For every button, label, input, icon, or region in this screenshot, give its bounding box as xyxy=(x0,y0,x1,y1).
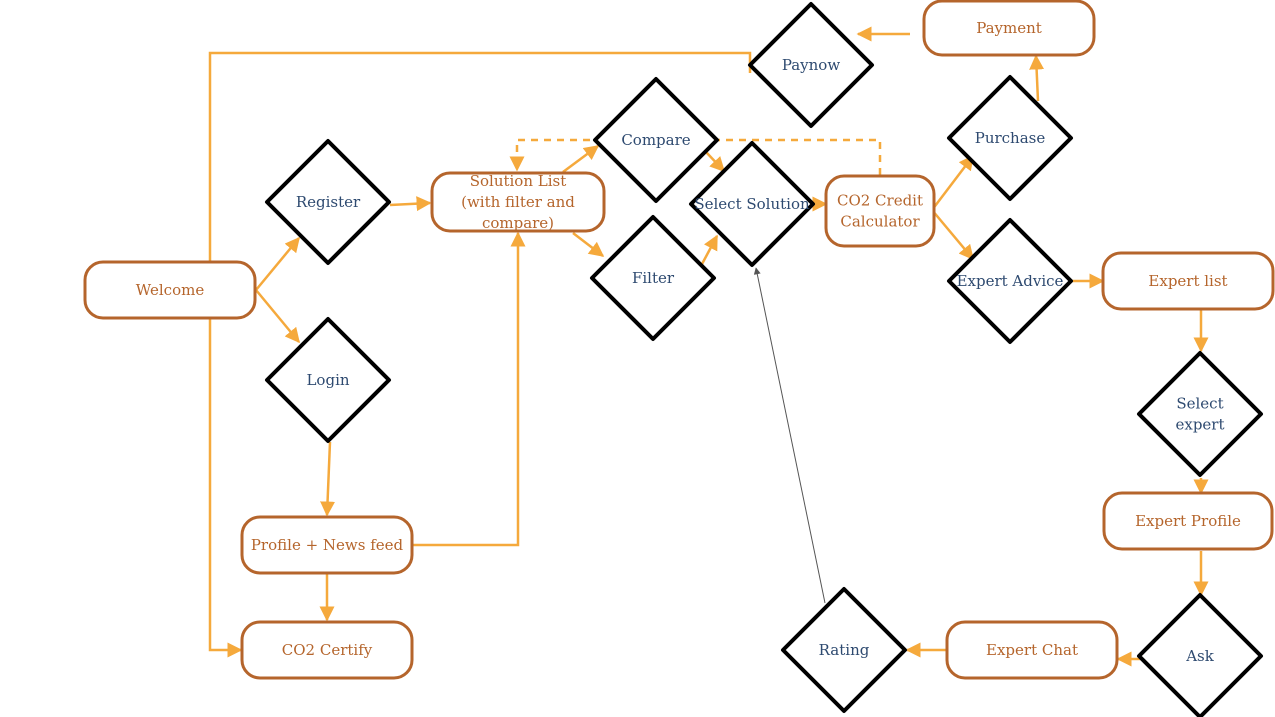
process-box xyxy=(1101,251,1275,311)
process-box xyxy=(1102,491,1274,551)
rating-label: Rating xyxy=(819,641,870,659)
co2-certify-label: CO2 Certify xyxy=(282,641,373,659)
edge-login-to-profile-news xyxy=(320,441,336,517)
process-box xyxy=(83,260,257,320)
edge-co2-calculator-to-solution-list xyxy=(509,138,882,175)
payment-label: Payment xyxy=(976,19,1042,37)
decision-diamond xyxy=(590,215,716,341)
node-payment: Payment xyxy=(922,0,1096,57)
edge-solution-list-to-filter xyxy=(572,232,605,257)
compare-label: Compare xyxy=(621,131,690,149)
node-expert-list: Expert list xyxy=(1101,251,1275,311)
decision-diamond xyxy=(1137,351,1263,477)
node-paynow: Paynow xyxy=(748,2,874,128)
node-solution-list: Solution List (with filter and compare) xyxy=(430,171,606,233)
co2-calculator-label: Calculator xyxy=(840,213,920,231)
node-co2-certify: CO2 Certify xyxy=(240,620,414,680)
node-login: Login xyxy=(265,317,391,443)
edge-welcome-to-register xyxy=(255,236,300,291)
edge-solution-list-to-compare xyxy=(562,144,600,174)
node-register: Register xyxy=(265,139,391,265)
node-profile-news: Profile + News feed xyxy=(240,515,414,575)
node-select-solution: Select Solution xyxy=(689,141,815,267)
filter-label: Filter xyxy=(632,269,675,287)
expert-advice-label: Expert Advice xyxy=(957,272,1064,290)
node-expert-advice: Expert Advice xyxy=(947,218,1073,344)
node-purchase: Purchase xyxy=(947,75,1073,201)
edge-rating-to-select-solution xyxy=(753,267,826,604)
decision-diamond xyxy=(1137,593,1263,717)
node-expert-chat: Expert Chat xyxy=(945,620,1119,680)
ask-label: Ask xyxy=(1185,647,1215,665)
edge-purchase-to-payment xyxy=(1029,54,1045,102)
decision-diamond xyxy=(947,75,1073,201)
decision-diamond xyxy=(265,317,391,443)
select-expert-label: expert xyxy=(1175,416,1224,434)
edge-compare-to-select-solution xyxy=(705,151,726,173)
edge-profile-news-to-solution-list xyxy=(412,231,526,547)
node-compare: Compare xyxy=(593,77,719,203)
paynow-label: Paynow xyxy=(782,56,841,74)
login-label: Login xyxy=(306,371,349,389)
welcome-label: Welcome xyxy=(136,281,205,299)
edge-co2-calculator-to-purchase xyxy=(931,154,974,211)
node-rating: Rating xyxy=(781,587,907,713)
expert-list-label: Expert list xyxy=(1148,272,1227,290)
edge-register-to-solution-list xyxy=(389,196,432,212)
decision-diamond xyxy=(689,141,815,267)
edge-paynow-to-co2-certify xyxy=(208,51,752,658)
decision-diamond xyxy=(947,218,1073,344)
process-box xyxy=(430,171,606,233)
co2-calculator-label: CO2 Credit xyxy=(837,192,923,210)
select-expert-label: Select xyxy=(1176,395,1223,413)
expert-chat-label: Expert Chat xyxy=(986,641,1078,659)
expert-profile-label: Expert Profile xyxy=(1135,512,1241,530)
register-label: Register xyxy=(296,193,361,211)
process-box xyxy=(922,0,1096,57)
select-solution-label: Select Solution xyxy=(694,195,810,213)
decision-diamond xyxy=(748,2,874,128)
edge-co2-calculator-to-expert-advice xyxy=(931,209,974,261)
node-select-expert: Select expert xyxy=(1137,351,1263,477)
solution-list-label: (with filter and xyxy=(461,193,575,211)
solution-list-label: compare) xyxy=(482,214,554,232)
process-box xyxy=(824,174,936,248)
solution-list-label: Solution List xyxy=(470,172,567,190)
purchase-label: Purchase xyxy=(975,129,1046,147)
process-box xyxy=(945,620,1119,680)
process-box xyxy=(240,620,414,680)
node-ask: Ask xyxy=(1137,593,1263,717)
process-box xyxy=(240,515,414,575)
decision-diamond xyxy=(781,587,907,713)
profile-news-label: Profile + News feed xyxy=(251,536,404,554)
node-welcome: Welcome xyxy=(83,260,257,320)
decision-diamond xyxy=(593,77,719,203)
node-filter: Filter xyxy=(590,215,716,341)
decision-diamond xyxy=(265,139,391,265)
node-expert-profile: Expert Profile xyxy=(1102,491,1274,551)
edge-welcome-to-login xyxy=(255,289,300,344)
